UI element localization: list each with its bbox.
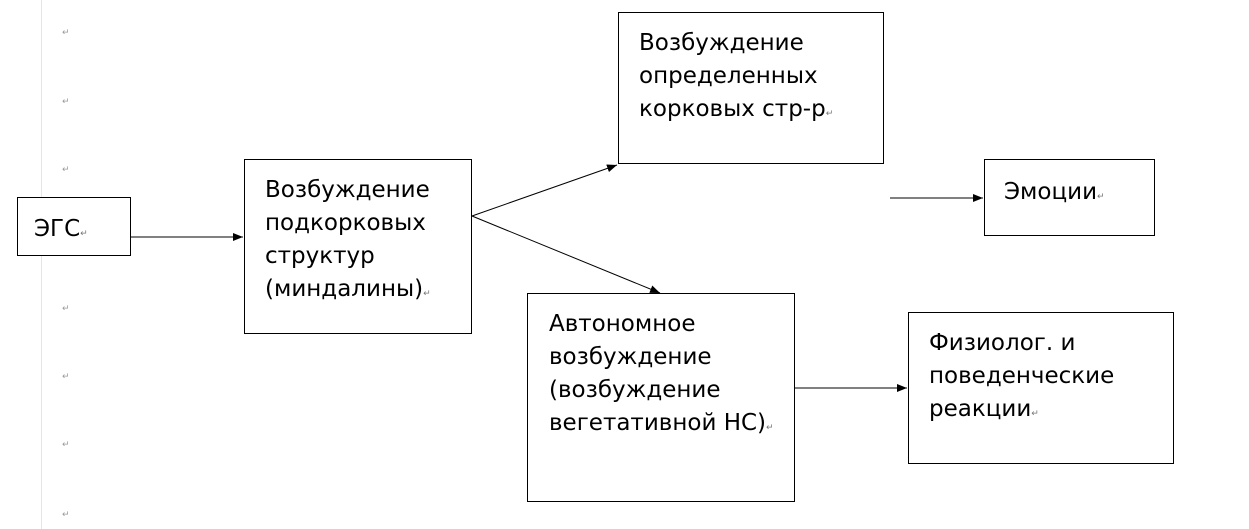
arrow-subcortical-to-autonomic [471,215,661,294]
box-text-line: Физиолог. и [929,330,1076,356]
paragraph-mark: ↵ [825,109,834,119]
paragraph-mark: ↵ [62,28,70,38]
box-text-line: Автономное [549,311,696,337]
margin-line [41,0,42,529]
box-subcortical-excitation: Возбуждение подкорковых структур (миндал… [244,159,472,334]
arrow-subcortical-to-cortical [471,164,618,217]
box-text-line: корковых стр-р↵ [639,96,834,122]
box-text-line: реакции↵ [929,396,1039,422]
box-text-line: вегетативной НС)↵ [549,410,774,436]
box-text-line: Возбуждение [265,177,430,203]
box-autonomic-excitation: Автономное возбуждение (возбуждение веге… [527,293,795,502]
box-text-line: Эмоции↵ [1004,179,1105,205]
box-egs: ЭГС↵ [17,197,131,256]
box-text-line: Возбуждение [639,30,804,56]
paragraph-mark: ↵ [62,165,70,175]
paragraph-mark: ↵ [62,372,70,382]
box-text-line: подкорковых [265,210,426,236]
box-text-line: структур [265,243,375,269]
paragraph-mark: ↵ [62,510,70,520]
box-text-line: определенных [639,63,818,89]
box-text-line: возбуждение [549,344,712,370]
paragraph-mark: ↵ [1031,409,1039,419]
paragraph-mark: ↵ [62,97,70,107]
box-text-line: (возбуждение [549,377,721,403]
paragraph-mark: ↵ [1097,192,1105,202]
box-emotions: Эмоции↵ [984,159,1155,236]
paragraph-mark: ↵ [62,440,70,450]
box-text-line: (миндалины)↵ [265,276,431,302]
box-cortical-excitation: Возбуждение определенных корковых стр-р↵ [618,12,884,164]
paragraph-mark: ↵ [62,304,70,314]
paragraph-mark: ↵ [766,423,774,433]
paragraph-mark: ↵ [80,229,88,239]
box-physiological-reactions: Физиолог. и поведенческие реакции↵ [908,312,1174,464]
box-text-line: ЭГС↵ [34,216,88,242]
paragraph-mark: ↵ [423,289,431,299]
box-text-line: поведенческие [929,363,1115,389]
